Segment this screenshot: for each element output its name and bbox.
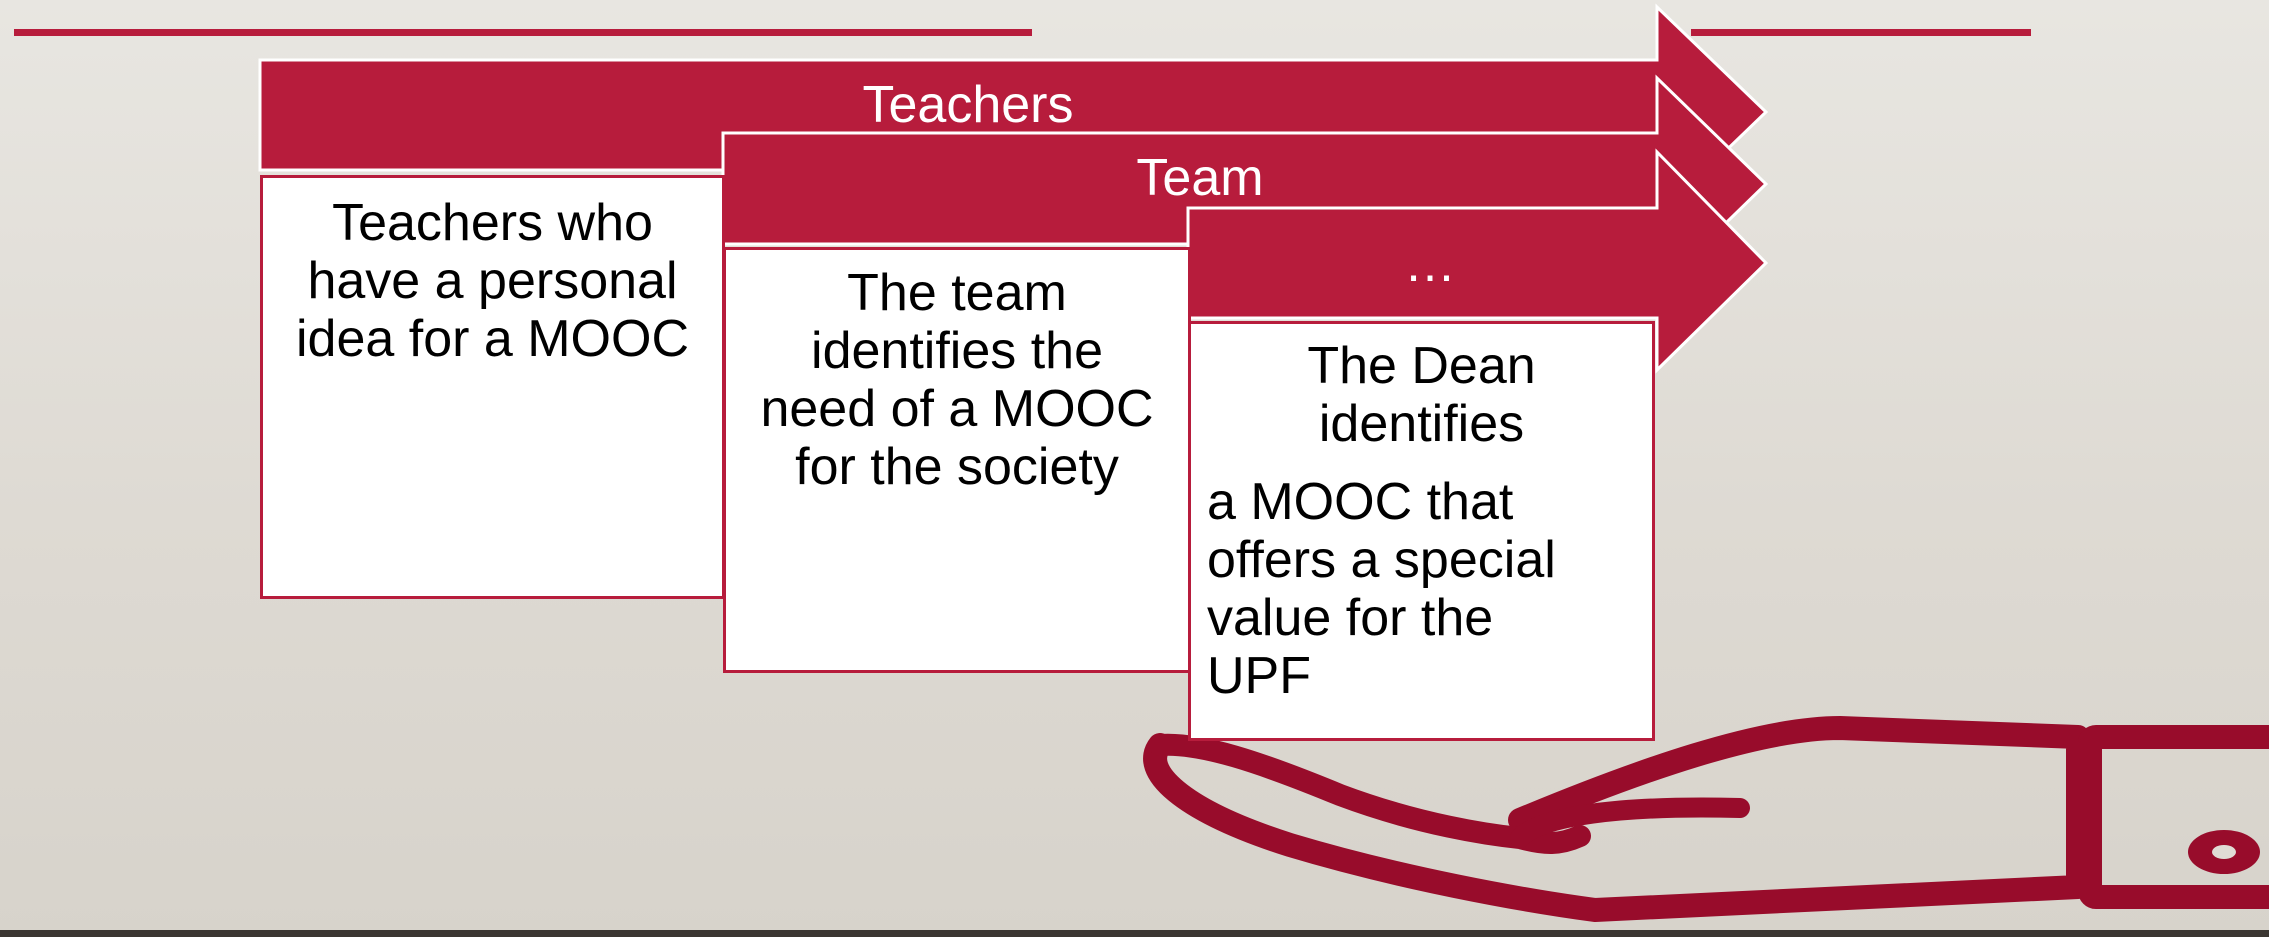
stage-text-line: a MOOC that bbox=[1207, 473, 1514, 531]
bottom-bar bbox=[0, 930, 2269, 937]
stage-text-line: UPF bbox=[1207, 647, 1311, 705]
stage-text-line: need of a MOOC bbox=[760, 380, 1154, 438]
top-rule-right bbox=[1691, 29, 2031, 36]
hand-holding-phone-icon bbox=[1143, 716, 2269, 922]
stage-box-team: The team identifies the need of a MOOC f… bbox=[723, 247, 1191, 673]
stage-text-line: have a personal bbox=[307, 252, 678, 310]
stage-text-line: offers a special bbox=[1207, 531, 1556, 589]
stage-text-line: identifies the bbox=[811, 322, 1103, 380]
stage-text-line: for the society bbox=[795, 438, 1119, 496]
stage-arrow-dean bbox=[1186, 148, 1769, 374]
stage-text-line: idea for a MOOC bbox=[295, 310, 690, 368]
stage-text-line: identifies bbox=[1318, 395, 1525, 453]
stage-header-team: Team bbox=[1136, 149, 1264, 207]
stage-text-line: value for the bbox=[1207, 589, 1494, 647]
stage-text-line: The team bbox=[847, 264, 1067, 322]
stage-text-line: Teachers who bbox=[332, 194, 653, 252]
stage-box-dean: The Dean identifies a MOOC that offers a… bbox=[1188, 321, 1655, 741]
stage-header-dean: … bbox=[1404, 235, 1456, 293]
stage-header-teachers: Teachers bbox=[862, 76, 1074, 134]
stage-text-line: The Dean bbox=[1307, 337, 1536, 395]
stage-box-teachers: Teachers who have a personal idea for a … bbox=[260, 175, 725, 599]
top-rule bbox=[14, 29, 1032, 36]
